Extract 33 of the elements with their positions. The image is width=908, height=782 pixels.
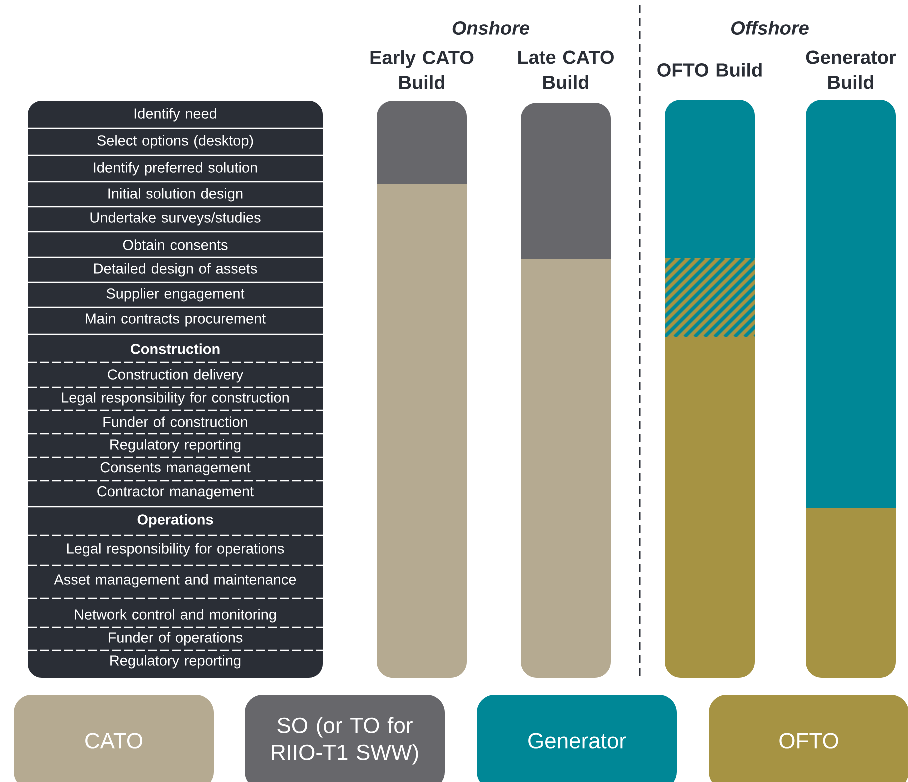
column-title: Late CATO Build — [518, 50, 614, 90]
column-title: Generator Build — [806, 50, 896, 90]
group-heading: Offshore — [732, 21, 809, 35]
row-label: Regulatory reporting — [110, 655, 241, 669]
legend-label: Generator — [528, 733, 626, 749]
row-label: Identify need — [134, 108, 216, 122]
row-label: Regulatory reporting — [110, 439, 241, 453]
column-title: OFTO Build — [658, 63, 762, 77]
row-label: Detailed design of assets — [94, 263, 258, 277]
row-label: Funder of construction — [104, 416, 248, 428]
row-label: Construction delivery — [108, 369, 244, 383]
row-label: Funder of operations — [109, 632, 243, 646]
row-label: Obtain consents — [123, 240, 228, 250]
row-label: Undertake surveys/studies — [90, 212, 261, 226]
panel-background — [28, 101, 323, 678]
row-label: Initial solution design — [108, 188, 243, 202]
section-heading: Construction — [131, 344, 220, 354]
row-label: Legal responsibility for construction — [62, 392, 289, 406]
legend-label: OFTO — [780, 733, 838, 749]
group-heading: Onshore — [452, 21, 530, 35]
column-title: Early CATO Build — [370, 50, 474, 90]
row-label: Supplier engagement — [106, 288, 245, 302]
legend-label: SO (or TO for RIIO-T1 SWW) — [272, 717, 418, 765]
row-label: Contractor management — [98, 486, 254, 500]
row-label: Legal responsibility for operations — [67, 543, 284, 557]
row-label: Main contracts procurement — [86, 313, 266, 327]
row-label: Identify preferred solution — [94, 162, 258, 176]
legend-label: CATO — [86, 733, 142, 749]
section-heading: Operations — [138, 514, 214, 528]
row-label: Consents management — [100, 462, 251, 476]
row-label: Network control and monitoring — [75, 609, 276, 623]
row-label: Select options (desktop) — [98, 135, 254, 149]
row-label: Asset management and maintenance — [54, 574, 296, 588]
